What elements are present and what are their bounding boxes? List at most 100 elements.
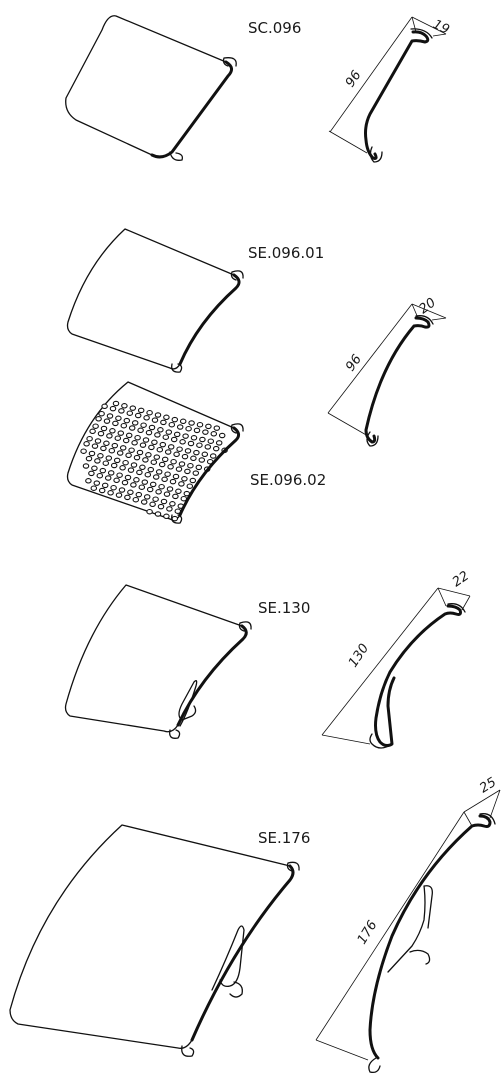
perforation-hole <box>103 418 111 424</box>
perforation-hole <box>169 478 177 485</box>
perforation-hole <box>121 479 129 486</box>
perforation-hole <box>146 409 153 416</box>
dimension-depth-se176: 25 <box>463 775 501 819</box>
perforation-hole <box>147 466 155 473</box>
profile-code-label: SE.176 <box>258 829 310 847</box>
perforation-hole <box>154 412 162 418</box>
perforation-hole <box>168 421 176 428</box>
perforation-hole <box>179 418 187 425</box>
perforation-hole <box>106 413 114 419</box>
perforation-hole <box>92 423 99 429</box>
dimension-value: 96 <box>343 68 365 90</box>
perforation-hole <box>118 408 125 414</box>
perforation-hole <box>145 429 153 436</box>
slat-cross-section-se176 <box>368 813 496 1074</box>
perforation-hole <box>173 451 180 458</box>
perforation-hole <box>158 461 166 468</box>
perforation-hole <box>154 511 162 517</box>
perforation-hole <box>134 434 141 441</box>
perforation-hole <box>116 472 123 478</box>
slat-cross-section-sc096 <box>364 28 433 163</box>
perforation-hole <box>149 501 156 508</box>
perforation-hole <box>152 496 159 502</box>
perforation-hole <box>160 498 168 505</box>
perforation-hole <box>152 474 160 480</box>
perforation-hole <box>121 403 128 409</box>
perforation-hole <box>187 462 194 469</box>
perforation-hole <box>155 469 163 475</box>
perforation-hole <box>96 472 104 479</box>
perforation-hole <box>122 459 129 466</box>
perforation-hole <box>149 481 157 488</box>
perforation-hole <box>153 454 161 460</box>
perforation-hole <box>112 400 120 407</box>
perforation-hole <box>100 425 108 432</box>
profile-se096-02: SE.096.02 <box>66 381 326 524</box>
perforation-hole <box>144 471 152 478</box>
perforation-hole <box>162 434 170 440</box>
perforation-hole <box>128 425 136 431</box>
profile-se096-01: SE.096.01 96 20 <box>66 228 447 447</box>
perforation-hole <box>108 447 116 454</box>
profile-code-label: SC.096 <box>248 19 301 37</box>
perforation-hole <box>210 431 218 437</box>
perforation-hole <box>95 416 102 422</box>
perforation-hole <box>185 425 192 432</box>
perforation-pattern <box>80 400 228 522</box>
perforation-hole <box>190 435 198 441</box>
perforation-hole <box>161 456 169 463</box>
perforation-hole <box>102 460 110 466</box>
profile-code-label: SE.096.01 <box>248 244 324 262</box>
perforation-hole <box>139 442 147 448</box>
slat-cross-section-se130 <box>369 603 466 749</box>
perforation-hole <box>127 489 134 496</box>
perforation-hole <box>146 508 153 515</box>
perforation-hole <box>138 484 146 490</box>
dimension-depth-sc096: 19 <box>411 16 452 38</box>
perforation-hole <box>109 428 116 434</box>
perforation-hole <box>204 444 212 450</box>
perforation-hole <box>163 491 171 497</box>
perforation-hole <box>172 493 179 500</box>
perforation-hole <box>142 437 150 443</box>
perforation-hole <box>167 444 175 450</box>
perforation-hole <box>187 440 195 447</box>
perforation-hole <box>160 419 167 426</box>
perforation-hole <box>178 461 186 467</box>
perforation-hole <box>141 479 149 485</box>
perforation-hole <box>166 486 174 492</box>
perforation-hole <box>139 464 146 471</box>
profile-se130: SE.130 130 22 <box>64 569 472 749</box>
perforation-hole <box>97 430 105 437</box>
perforation-hole <box>163 414 170 421</box>
perforation-hole <box>195 464 203 471</box>
perforation-hole <box>140 422 147 428</box>
perforation-hole <box>107 470 115 476</box>
perforation-hole <box>89 428 96 435</box>
perforation-hole <box>114 435 122 441</box>
perforation-hole <box>135 491 143 498</box>
perforation-hole <box>178 481 185 487</box>
perforation-hole <box>94 438 102 444</box>
perforation-hole <box>132 496 140 503</box>
perforation-hole <box>161 476 168 483</box>
perforation-hole <box>173 431 181 438</box>
perforation-hole <box>106 433 113 439</box>
dimension-height-sc096: 96 <box>328 16 417 154</box>
perforation-hole <box>124 474 132 481</box>
perforation-hole <box>179 439 186 445</box>
perforation-hole <box>213 425 221 431</box>
perforation-hole <box>111 442 119 449</box>
perforation-hole <box>176 424 184 430</box>
perforation-hole <box>143 415 150 421</box>
profile-code-label: SE.130 <box>258 599 310 617</box>
perforation-hole <box>82 463 90 469</box>
perforation-hole <box>122 437 130 444</box>
perforation-hole <box>218 432 226 439</box>
perforation-hole <box>88 470 95 477</box>
perforation-hole <box>112 420 119 427</box>
perforation-hole <box>193 427 201 434</box>
perforation-hole <box>124 494 131 501</box>
perforation-hole <box>143 494 151 500</box>
perforation-hole <box>148 424 156 431</box>
